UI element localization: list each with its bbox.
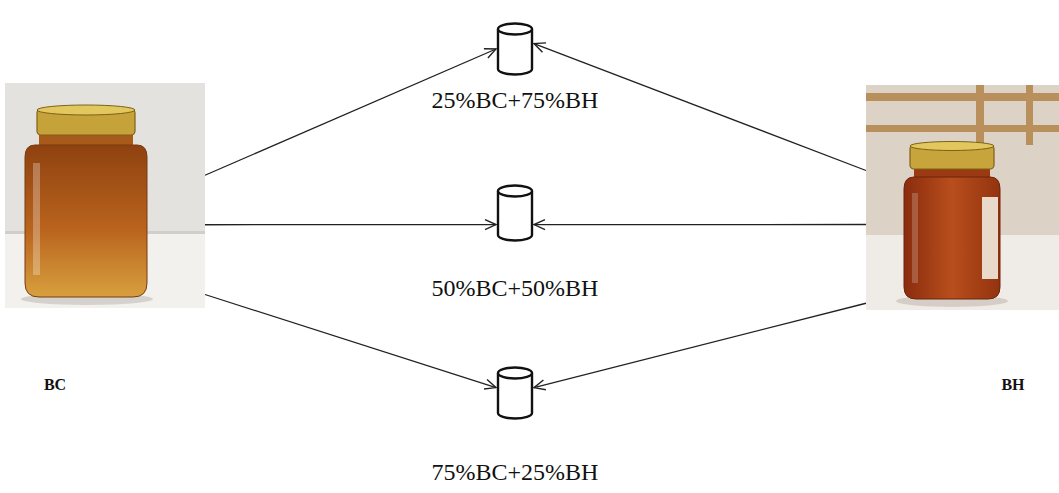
- sample-label: BH: [1001, 376, 1024, 394]
- honey-jar-photo: BH: [866, 85, 1059, 310]
- cylinder-top: [498, 186, 532, 197]
- wood-frame: [1026, 85, 1033, 145]
- jar-lid-top: [910, 142, 994, 151]
- jar-illustration: [5, 83, 205, 308]
- arrow-connector: [205, 224, 496, 225]
- mixture-label: 25%BC+75%BH: [432, 86, 599, 114]
- jar-body: [25, 145, 147, 297]
- jar-highlight: [912, 193, 918, 283]
- jar-lid-top: [37, 105, 135, 115]
- cylinder-symbol: [496, 184, 534, 242]
- mixture-cylinder: 75%BC+25%BH: [496, 366, 534, 420]
- cylinder-body: [498, 191, 532, 241]
- arrow-connector: [534, 303, 866, 387]
- jar-highlight: [33, 163, 40, 275]
- honey-jar-photo: BC: [5, 83, 205, 308]
- cylinder-top: [498, 24, 532, 35]
- mixture-label: 50%BC+50%BH: [432, 274, 599, 302]
- cylinder-symbol: [496, 366, 534, 420]
- photo-wall: [866, 85, 1059, 310]
- wood-frame: [976, 85, 984, 145]
- arrow-connector: [205, 295, 496, 388]
- mixture-cylinder: 25%BC+75%BH: [496, 22, 534, 76]
- cylinder-body: [498, 29, 532, 75]
- mixture-label: 75%BC+25%BH: [432, 458, 599, 486]
- jar-sticker: [982, 197, 998, 279]
- cylinder-symbol: [496, 22, 534, 76]
- arrow-connector: [534, 224, 866, 225]
- jar-body: [904, 177, 1000, 299]
- cylinder-body: [498, 373, 532, 419]
- jar-illustration: [866, 85, 1059, 310]
- sample-label: BC: [44, 376, 66, 394]
- mixture-cylinder: 50%BC+50%BH: [496, 184, 534, 242]
- photo-wall: [5, 83, 205, 308]
- cylinder-top: [498, 368, 532, 379]
